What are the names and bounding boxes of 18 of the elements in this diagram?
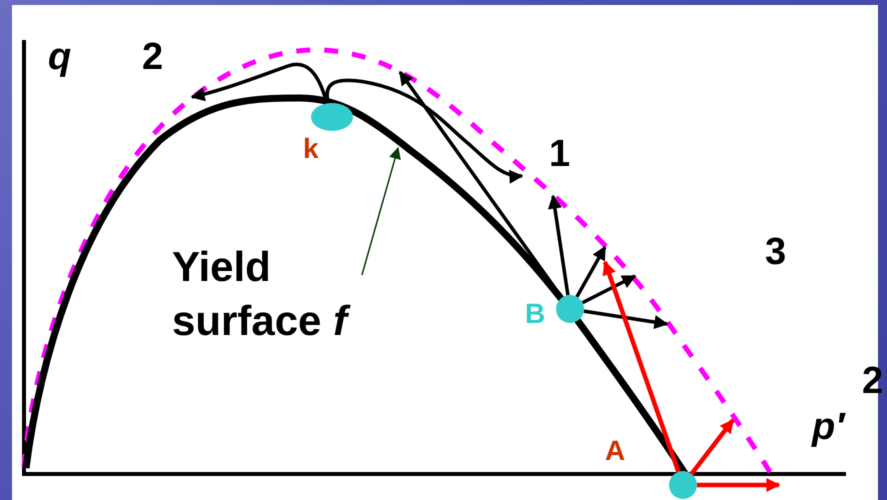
yield-surface-label: Yield surface f [172, 240, 362, 348]
arrow [602, 260, 680, 473]
axis-label: q [48, 38, 72, 76]
axis-label: p′ [812, 408, 844, 446]
arrow [361, 146, 401, 276]
arrow [584, 309, 668, 329]
arrow [325, 78, 524, 184]
point-label: A [605, 437, 626, 465]
region-number: 3 [765, 233, 786, 271]
arrow [690, 418, 735, 476]
arrow [548, 194, 570, 296]
arrow [575, 246, 607, 298]
point-label: k [303, 135, 319, 163]
point-label: B [525, 300, 546, 328]
arrow [697, 478, 780, 492]
region-number: 1 [549, 135, 570, 173]
region-number: 2 [142, 38, 164, 76]
arrow [582, 274, 636, 304]
